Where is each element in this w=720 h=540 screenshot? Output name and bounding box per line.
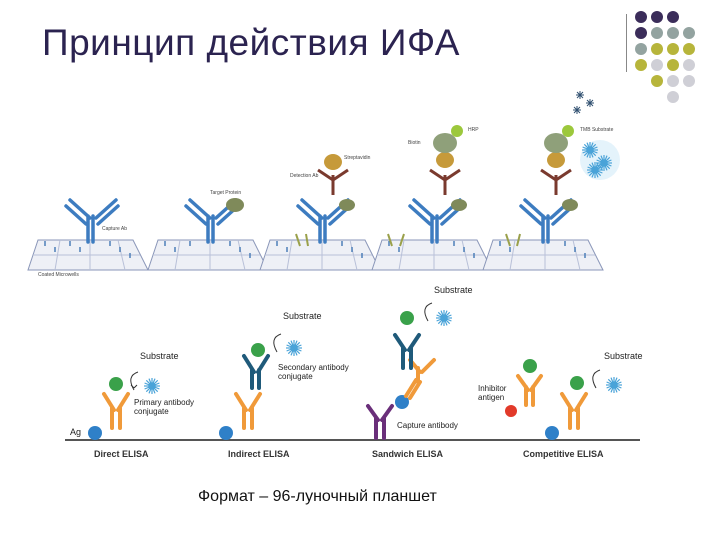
direct-elisa-figure	[88, 371, 161, 440]
label-target-protein: Target Protein	[210, 190, 242, 196]
label-coated-microwells: Coated Microwells	[38, 272, 79, 278]
dot-row-4	[635, 59, 695, 71]
dot-row-1	[635, 11, 679, 23]
plate-3	[259, 154, 381, 271]
label-substrate-competitive: Substrate	[604, 351, 643, 361]
label-substrate-indirect: Substrate	[283, 311, 322, 321]
label-streptavidin: Streptavidin	[344, 155, 371, 161]
label-detection-ab: Detection Ab	[290, 173, 319, 179]
label-substrate-direct: Substrate	[140, 351, 179, 361]
method-indirect-elisa: Indirect ELISA	[228, 449, 290, 459]
title-divider	[626, 14, 627, 72]
top-panel-plates	[27, 90, 620, 271]
slide-title: Принцип действия ИФА	[42, 22, 460, 63]
plate-2	[147, 198, 269, 271]
label-inhibitor-antigen: Inhibitor antigen	[478, 384, 507, 402]
dot-row-2	[635, 27, 695, 39]
dot-row-3	[635, 43, 695, 55]
indirect-elisa-figure	[219, 333, 303, 440]
label-capture-antibody: Capture antibody	[397, 421, 458, 430]
label-primary-antibody-conjugate: Primary antibody conjugate	[134, 398, 195, 416]
decorative-dot-grid	[635, 11, 695, 103]
label-hrp: HRP	[468, 127, 479, 133]
plate-1	[27, 198, 149, 271]
competitive-elisa-figure	[505, 359, 623, 440]
label-biotin: Biotin	[408, 140, 421, 146]
slide-caption: Формат – 96-луночный планшет	[198, 488, 437, 505]
label-capture-ab: Capture Ab	[102, 226, 128, 232]
method-sandwich-elisa: Sandwich ELISA	[372, 449, 444, 459]
method-direct-elisa: Direct ELISA	[94, 449, 149, 459]
dot-row-5	[651, 75, 695, 87]
plate-4	[371, 125, 493, 271]
plate-5	[482, 90, 620, 271]
label-ag: Ag	[70, 427, 82, 437]
label-secondary-antibody-conjugate: Secondary antibody conjugate	[278, 363, 349, 381]
bottom-panel	[65, 302, 640, 441]
label-substrate-sandwich: Substrate	[434, 285, 473, 295]
sandwich-elisa-figure	[366, 302, 453, 440]
method-competitive-elisa: Competitive ELISA	[523, 449, 604, 459]
label-tmb-substrate: TMB Substrate	[580, 127, 614, 133]
dot-row-6	[667, 91, 679, 103]
